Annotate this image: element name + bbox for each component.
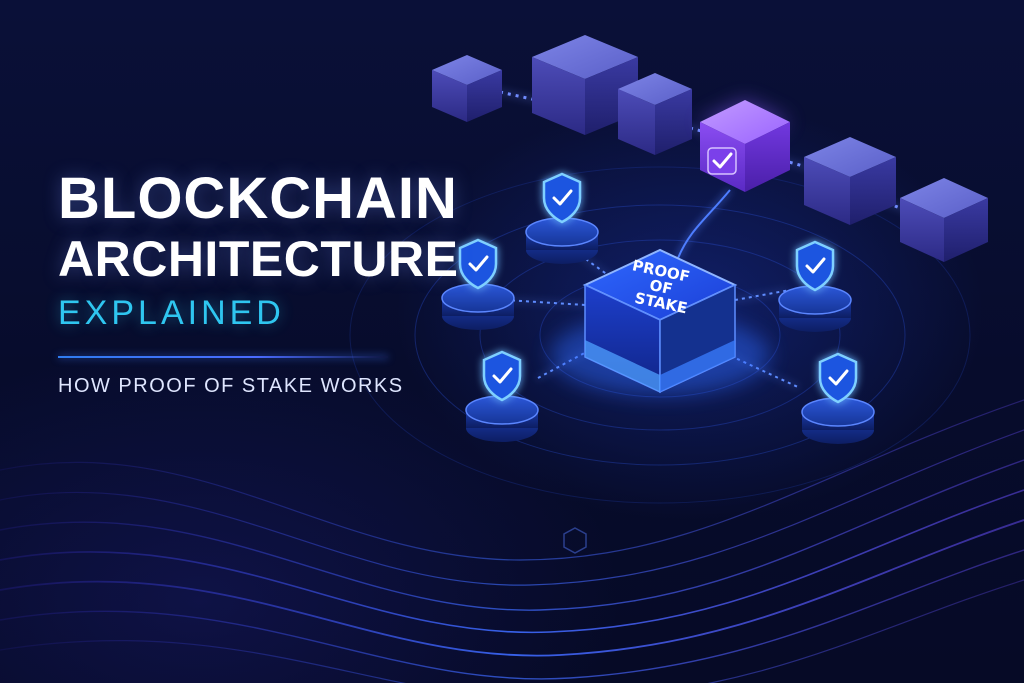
proof-of-stake-block: PROOF OF STAKE <box>550 248 770 395</box>
tagline: HOW PROOF OF STAKE WORKS <box>58 375 404 397</box>
shield-check-icon <box>458 238 498 290</box>
headline-subtitle: EXPLAINED <box>58 294 285 332</box>
headline-line-2: ARCHITECTURE <box>58 231 459 287</box>
validation-link <box>677 189 731 259</box>
headline-block: BLOCKCHAIN ARCHITECTURE EXPLAINED HOW PR… <box>58 168 458 398</box>
validator-node <box>525 172 599 264</box>
shield-check-icon <box>482 350 522 402</box>
block-cube <box>432 55 502 122</box>
hexagon-mark <box>563 527 587 554</box>
validator-node <box>465 350 539 442</box>
shield-check-icon <box>542 172 582 224</box>
check-icon <box>707 147 737 175</box>
divider <box>58 356 388 358</box>
validated-block-cube <box>700 100 790 192</box>
block-cube <box>532 35 638 135</box>
block-cube <box>900 178 988 262</box>
validator-node <box>441 238 515 330</box>
headline-line-1: BLOCKCHAIN <box>58 166 458 231</box>
block-cube <box>618 73 692 155</box>
orbit-rings <box>349 166 971 504</box>
wave-lines <box>0 399 1024 683</box>
block-cube <box>804 137 896 225</box>
shield-check-icon <box>795 240 835 292</box>
pos-label-line2: OF <box>648 276 674 298</box>
validator-node <box>778 240 852 332</box>
shield-check-icon <box>818 352 858 404</box>
validator-node <box>801 352 875 444</box>
